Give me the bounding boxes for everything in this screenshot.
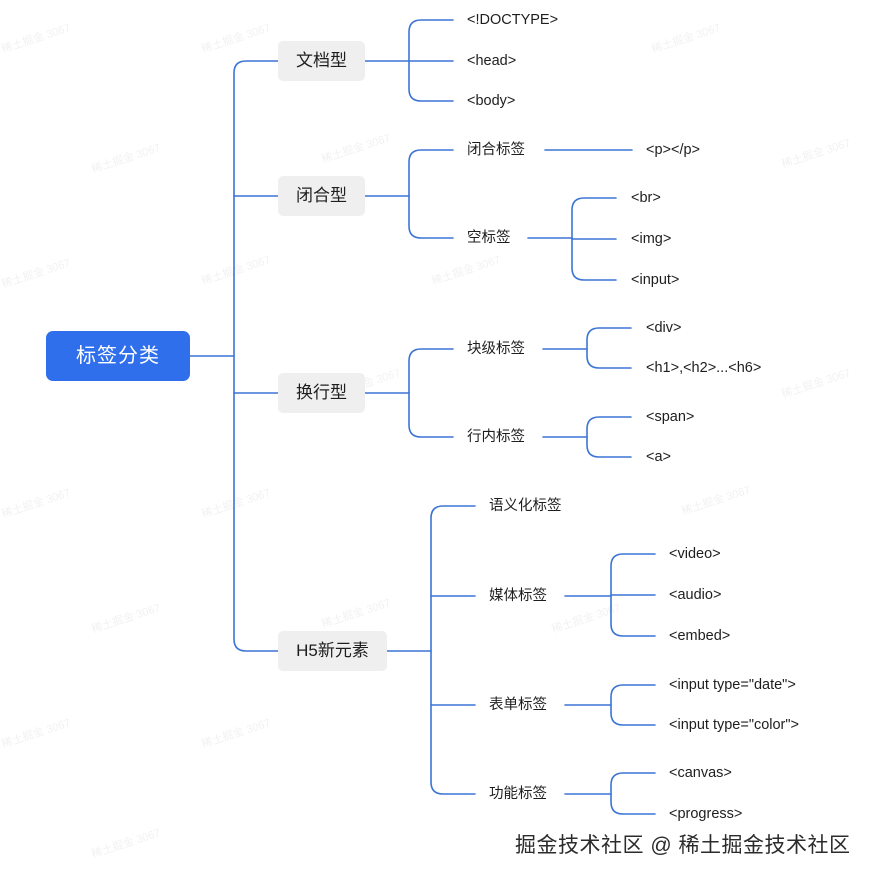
leaf-body[interactable]: <body>	[467, 93, 516, 109]
leaf-video[interactable]: <video>	[669, 546, 721, 562]
subcategory-block-tags[interactable]: 块级标签	[467, 341, 525, 357]
leaf-span[interactable]: <span>	[646, 409, 695, 425]
category-wrap-node[interactable]: 换行型	[278, 373, 365, 413]
leaf-embed[interactable]: <embed>	[669, 628, 731, 644]
subcategory-paired-tags[interactable]: 闭合标签	[467, 142, 525, 158]
leaf-img[interactable]: <img>	[631, 231, 672, 247]
leaf-div[interactable]: <div>	[646, 320, 682, 336]
footer-credit: 掘金技术社区 @ 稀土掘金技术社区	[515, 834, 851, 857]
leaf-progress[interactable]: <progress>	[669, 806, 743, 822]
leaf-canvas[interactable]: <canvas>	[669, 765, 732, 781]
subcategory-form-tags[interactable]: 表单标签	[489, 697, 547, 713]
leaf-a[interactable]: <a>	[646, 449, 671, 465]
leaf-doctype[interactable]: <!DOCTYPE>	[467, 12, 559, 28]
subcategory-inline-tags[interactable]: 行内标签	[467, 429, 525, 445]
leaf-input-date[interactable]: <input type="date">	[669, 677, 796, 693]
category-h5-node[interactable]: H5新元素	[278, 631, 387, 671]
subcategory-function-tags[interactable]: 功能标签	[489, 786, 547, 802]
leaf-headings[interactable]: <h1>,<h2>...<h6>	[646, 360, 762, 376]
subcategory-empty-tags[interactable]: 空标签	[467, 230, 511, 246]
leaf-p[interactable]: <p></p>	[646, 142, 701, 158]
category-doc-node[interactable]: 文档型	[278, 41, 365, 81]
category-closed-node[interactable]: 闭合型	[278, 176, 365, 216]
leaf-head[interactable]: <head>	[467, 53, 517, 69]
leaf-input[interactable]: <input>	[631, 272, 680, 288]
leaf-br[interactable]: <br>	[631, 190, 661, 206]
leaf-audio[interactable]: <audio>	[669, 587, 722, 603]
subcategory-media-tags[interactable]: 媒体标签	[489, 588, 547, 604]
subcategory-semantic-tags[interactable]: 语义化标签	[489, 498, 562, 514]
leaf-input-color[interactable]: <input type="color">	[669, 717, 800, 733]
root-node[interactable]: 标签分类	[46, 331, 190, 381]
